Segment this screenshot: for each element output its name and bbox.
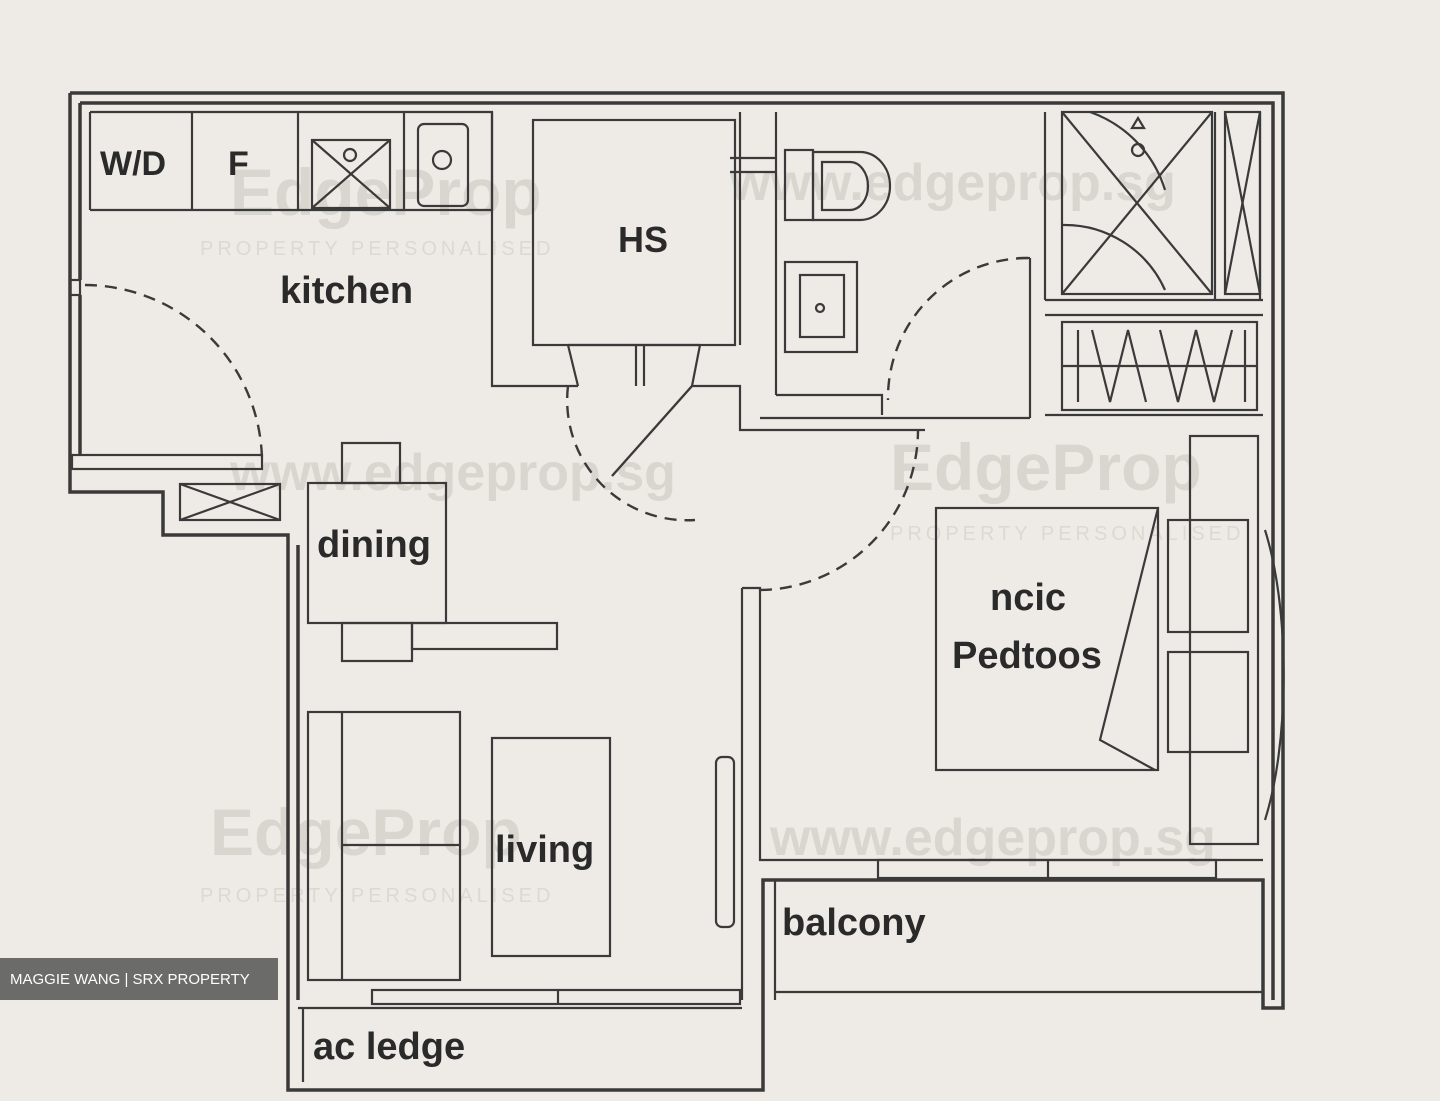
dining-area: dining — [306, 441, 559, 663]
kitchen-label: kitchen — [280, 270, 413, 312]
tv-console-icon — [714, 755, 736, 929]
watermark-url: www.edgeprop.sg — [229, 444, 676, 502]
shower-icon — [1060, 110, 1214, 296]
watermark-brand: EdgeProp — [230, 155, 542, 229]
watermark-brand: EdgeProp — [890, 430, 1202, 504]
watermark-tagline: PROPERTY PERSONALISED — [200, 238, 554, 260]
household-shelter: HS — [531, 118, 737, 522]
living-window — [370, 988, 742, 1006]
watermark-url: www.edgeprop.sg — [729, 154, 1176, 212]
chair-icon — [340, 621, 414, 663]
dust-chute-icon — [178, 482, 282, 522]
windows — [370, 858, 1218, 1006]
fridge-label: F — [228, 145, 249, 183]
main-door-swing — [84, 283, 264, 461]
wardrobe-icon — [1188, 434, 1260, 846]
watermark-tagline: PROPERTY PERSONALISED — [200, 885, 554, 907]
bedroom-door-swing — [759, 429, 920, 592]
watermark-url: www.edgeprop.sg — [769, 809, 1216, 867]
living-label: living — [495, 829, 594, 871]
tap-icon — [342, 147, 358, 163]
bedroom-label-line2: Pedtoos — [952, 635, 1102, 677]
outer-walls — [68, 91, 1285, 1092]
living-area: living — [306, 588, 744, 1000]
bathroom — [730, 110, 1262, 401]
toilet-icon — [811, 150, 892, 222]
hs-door-swing — [565, 385, 696, 522]
wardrobe — [1060, 320, 1259, 412]
washer-dryer-label: W/D — [100, 145, 166, 183]
watermarks: EdgeProp PROPERTY PERSONALISED www.edgep… — [200, 154, 1244, 907]
hs-label: HS — [618, 219, 668, 260]
bedroom: ncic Pedtoos — [742, 429, 1285, 862]
watermark-tagline: PROPERTY PERSONALISED — [890, 523, 1244, 545]
basin-icon — [783, 260, 859, 354]
bed-icon — [934, 506, 1160, 772]
partition-walls — [490, 112, 1263, 432]
ac-ledge-label: ac ledge — [313, 1026, 465, 1068]
bedroom-label-line1: ncic — [990, 577, 1066, 619]
balcony-label: balcony — [782, 902, 926, 944]
agent-credit-badge: MAGGIE WANG | SRX PROPERTY — [0, 958, 278, 1000]
bath-door-swing — [886, 256, 1029, 401]
hs-door — [611, 385, 693, 477]
watermark-brand: EdgeProp — [210, 795, 522, 869]
cooker-hob-icon — [416, 122, 470, 208]
main-door-leaf — [70, 453, 264, 471]
main-door: kitchen — [68, 270, 413, 522]
outdoor-areas: balcony ac ledge — [298, 880, 1263, 1082]
coffee-table-icon — [490, 736, 612, 958]
dining-label: dining — [317, 524, 431, 566]
sink-icon — [310, 138, 392, 210]
